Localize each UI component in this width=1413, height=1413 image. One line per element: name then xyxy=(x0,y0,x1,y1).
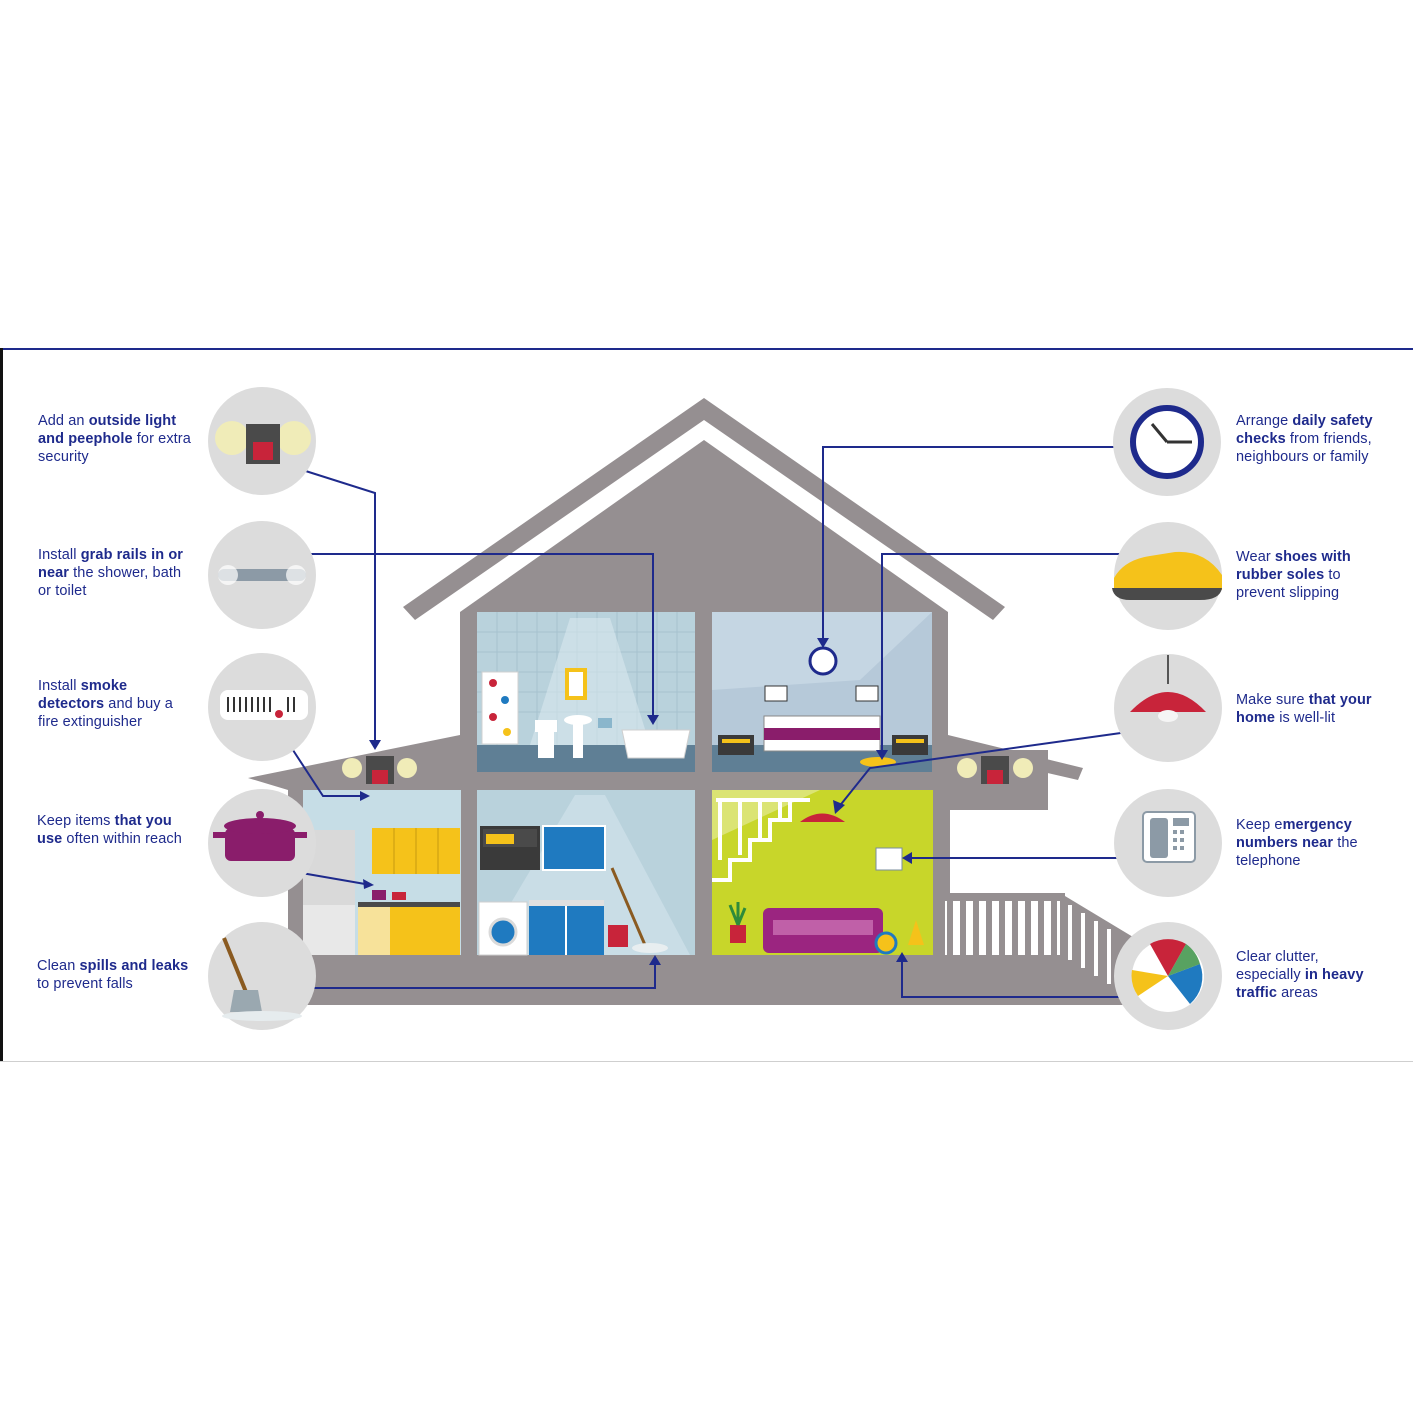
tip-text: Keep e xyxy=(1236,817,1283,833)
tip-text: Install xyxy=(38,547,81,563)
tip-text: Make sure xyxy=(1236,692,1309,708)
tip-text-bold: spills and leaks xyxy=(79,958,189,974)
bathroom xyxy=(477,612,695,772)
tip-grab-rails: Install grab rails in or near the shower… xyxy=(38,546,198,600)
wall-light-right xyxy=(957,756,1033,784)
tip-clean-spills: Clean spills and leaks to prevent falls xyxy=(37,957,202,993)
tip-text: from friends, neighbours or family xyxy=(1236,431,1372,465)
connector-well-lit xyxy=(837,731,1129,809)
frame-left-border xyxy=(0,348,3,1062)
connector-shoes xyxy=(881,553,1127,750)
grab-rail-icon xyxy=(208,521,316,629)
pendant-lamp-icon xyxy=(1114,654,1222,762)
connector-grab-rails xyxy=(296,553,654,715)
beach-ball-icon xyxy=(1114,922,1222,1030)
tip-text: Add an xyxy=(38,413,89,429)
tip-safety-checks: Arrange daily safety checks from friends… xyxy=(1236,412,1398,466)
connector-clean-spills xyxy=(296,965,656,989)
frame-bottom-border xyxy=(0,1061,1413,1062)
clock-icon xyxy=(1113,388,1221,496)
tip-text-bold: shoes with rubber soles xyxy=(1236,549,1351,583)
tip-smoke-detectors: Install smoke detectors and buy a fire e… xyxy=(38,677,188,731)
tip-text: Keep items xyxy=(37,813,115,829)
tip-text: to prevent slipping xyxy=(1236,567,1341,601)
tip-text-bold: outside light and peephole xyxy=(38,413,177,447)
tip-text: the shower, bath or toilet xyxy=(38,565,182,599)
tip-text-bold: grab rails in or near xyxy=(38,547,184,581)
tip-outside-light: Add an outside light and peephole for ex… xyxy=(38,412,203,466)
outdoor-stairs xyxy=(945,893,1138,1005)
bedroom xyxy=(712,612,932,772)
connector-safety-checks xyxy=(822,446,1125,638)
tip-text: Arrange xyxy=(1236,413,1293,429)
connector-smoke xyxy=(288,743,362,797)
shoe-icon xyxy=(1112,522,1222,630)
tip-text: Clean xyxy=(37,958,80,974)
tip-well-lit: Make sure that your home is well-lit xyxy=(1236,691,1401,727)
wall-light-left xyxy=(342,756,417,784)
tip-text-bold: smoke detectors xyxy=(38,678,128,712)
mop-icon xyxy=(208,922,316,1030)
telephone-icon xyxy=(1114,789,1222,897)
tip-text: Install xyxy=(38,678,81,694)
tip-text-bold: in heavy traffic xyxy=(1236,967,1364,1001)
tip-clutter: Clear clutter, especially in heavy traff… xyxy=(1236,948,1386,1002)
outside-light-icon xyxy=(208,387,316,495)
tip-text: and buy a fire extinguisher xyxy=(38,696,173,730)
connectors xyxy=(288,446,1129,998)
tip-text-bold: daily safety checks xyxy=(1236,413,1373,447)
laundry-room xyxy=(477,790,695,956)
tip-text-bold: mergency numbers near xyxy=(1236,817,1352,851)
tip-text-bold: that your home xyxy=(1236,692,1372,726)
living-room xyxy=(712,790,933,955)
smoke-detector-icon xyxy=(208,653,316,761)
cooking-pot-icon xyxy=(208,789,316,897)
tip-text: for extra security xyxy=(38,431,191,465)
connector-outside-light xyxy=(292,466,376,740)
tip-text: is well-lit xyxy=(1275,710,1336,726)
tip-text: areas xyxy=(1277,985,1318,1001)
tip-shoes: Wear shoes with rubber soles to prevent … xyxy=(1236,548,1381,602)
tip-text: often within reach xyxy=(62,831,182,847)
frame-top-border xyxy=(0,348,1413,350)
tip-keep-items: Keep items that you use often within rea… xyxy=(37,812,197,848)
kitchen xyxy=(303,790,461,955)
connector-clutter xyxy=(901,962,1125,998)
tip-text: the telephone xyxy=(1236,835,1358,869)
tip-text: Wear xyxy=(1236,549,1275,565)
tip-emergency: Keep emergency numbers near the telephon… xyxy=(1236,816,1386,870)
tip-text: to prevent falls xyxy=(37,976,133,992)
tip-text-bold: that you use xyxy=(37,813,172,847)
tip-text: Clear clutter, especially xyxy=(1236,949,1319,983)
